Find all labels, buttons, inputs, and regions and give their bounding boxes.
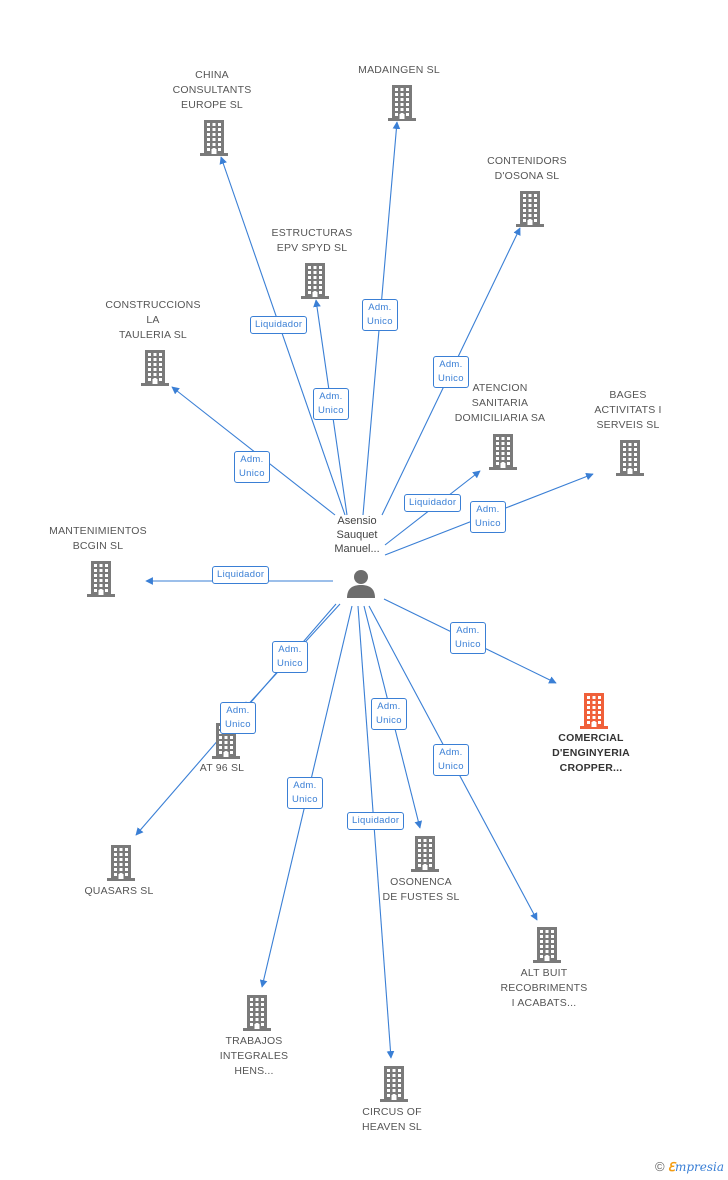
building-icon[interactable] <box>407 833 443 873</box>
company-label-comercial-d-enginyeria-cropper[interactable]: COMERCIAL D'ENGINYERIA CROPPER... <box>552 732 630 774</box>
footer-brand[interactable]: ©ℇmpresia <box>655 1159 724 1174</box>
role-badge-quasars-sl: Adm. Unico <box>220 702 256 734</box>
person-icon[interactable] <box>346 568 376 598</box>
building-icon[interactable] <box>239 992 275 1032</box>
role-badge-circus-of-heaven-sl: Liquidador <box>347 812 405 830</box>
role-badge-at-96-sl: Adm. Unico <box>272 641 308 673</box>
company-label-osonenca-de-fustes-sl[interactable]: OSONENCA DE FUSTES SL <box>382 876 460 903</box>
role-badge-comercial-d-enginyeria-cropper: Adm. Unico <box>450 622 486 654</box>
company-label-madaingen-sl[interactable]: MADAINGEN SL <box>358 64 440 76</box>
building-icon[interactable] <box>137 347 173 387</box>
role-badge-madaingen-sl: Adm. Unico <box>362 299 398 331</box>
edge-circus-of-heaven-sl <box>357 605 395 1059</box>
company-label-china-consultants-europe-sl[interactable]: CHINA CONSULTANTS EUROPE SL <box>172 69 252 111</box>
role-badge-osonenca-de-fustes-sl: Adm. Unico <box>371 698 407 730</box>
building-icon[interactable] <box>196 117 232 157</box>
building-icon[interactable] <box>384 82 420 122</box>
building-icon[interactable] <box>485 431 521 471</box>
company-label-trabajos-integrales-hens[interactable]: TRABAJOS INTEGRALES HENS... <box>219 1035 289 1077</box>
building-icon[interactable] <box>612 437 648 477</box>
brand-name: mpresia <box>674 1160 724 1174</box>
building-icon[interactable] <box>576 690 612 730</box>
building-icon[interactable] <box>297 260 333 300</box>
edge-china-consultants-europe-sl <box>219 156 346 516</box>
role-badge-atencion-sanitaria-domiciliaria-sa: Liquidador <box>404 494 462 512</box>
copyright-symbol: © <box>654 1159 665 1174</box>
role-badge-china-consultants-europe-sl: Liquidador <box>250 316 308 334</box>
company-label-estructuras-epv-spyd-sl[interactable]: ESTRUCTURAS EPV SPYD SL <box>271 227 353 254</box>
company-label-atencion-sanitaria-domiciliaria-sa[interactable]: ATENCION SANITARIA DOMICILIARIA SA <box>454 382 546 424</box>
company-label-construccions-la-tauleria-sl[interactable]: CONSTRUCCIONS LA TAULERIA SL <box>105 299 201 341</box>
company-label-alt-buit-recobriments-i-acabats[interactable]: ALT BUIT RECOBRIMENTS I ACABATS... <box>500 967 588 1009</box>
building-icon[interactable] <box>83 558 119 598</box>
role-badge-contenidors-d-osona-sl: Adm. Unico <box>433 356 469 388</box>
company-label-at-96-sl[interactable]: AT 96 SL <box>199 762 245 774</box>
role-badge-alt-buit-recobriments-i-acabats: Adm. Unico <box>433 744 469 776</box>
company-label-mantenimientos-bcgin-sl[interactable]: MANTENIMIENTOS BCGIN SL <box>49 525 147 552</box>
building-icon[interactable] <box>376 1063 412 1103</box>
company-label-quasars-sl[interactable]: QUASARS SL <box>84 885 154 897</box>
role-badge-trabajos-integrales-hens: Adm. Unico <box>287 777 323 809</box>
building-icon[interactable] <box>512 188 548 228</box>
company-label-circus-of-heaven-sl[interactable]: CIRCUS OF HEAVEN SL <box>362 1106 422 1133</box>
role-badge-bages-activitats-i-serveis-sl: Adm. Unico <box>470 501 506 533</box>
building-icon[interactable] <box>529 924 565 964</box>
building-icon[interactable] <box>103 842 139 882</box>
company-label-bages-activitats-i-serveis-sl[interactable]: BAGES ACTIVITATS I SERVEIS SL <box>594 389 662 431</box>
role-badge-estructuras-epv-spyd-sl: Adm. Unico <box>313 388 349 420</box>
role-badge-mantenimientos-bcgin-sl: Liquidador <box>212 566 270 584</box>
company-label-contenidors-d-osona-sl[interactable]: CONTENIDORS D'OSONA SL <box>487 155 567 182</box>
brand-logo-initial: ℇ <box>667 1160 675 1174</box>
role-badge-construccions-la-tauleria-sl: Adm. Unico <box>234 451 270 483</box>
person-name[interactable]: Asensio Sauquet Manuel... <box>334 515 380 555</box>
